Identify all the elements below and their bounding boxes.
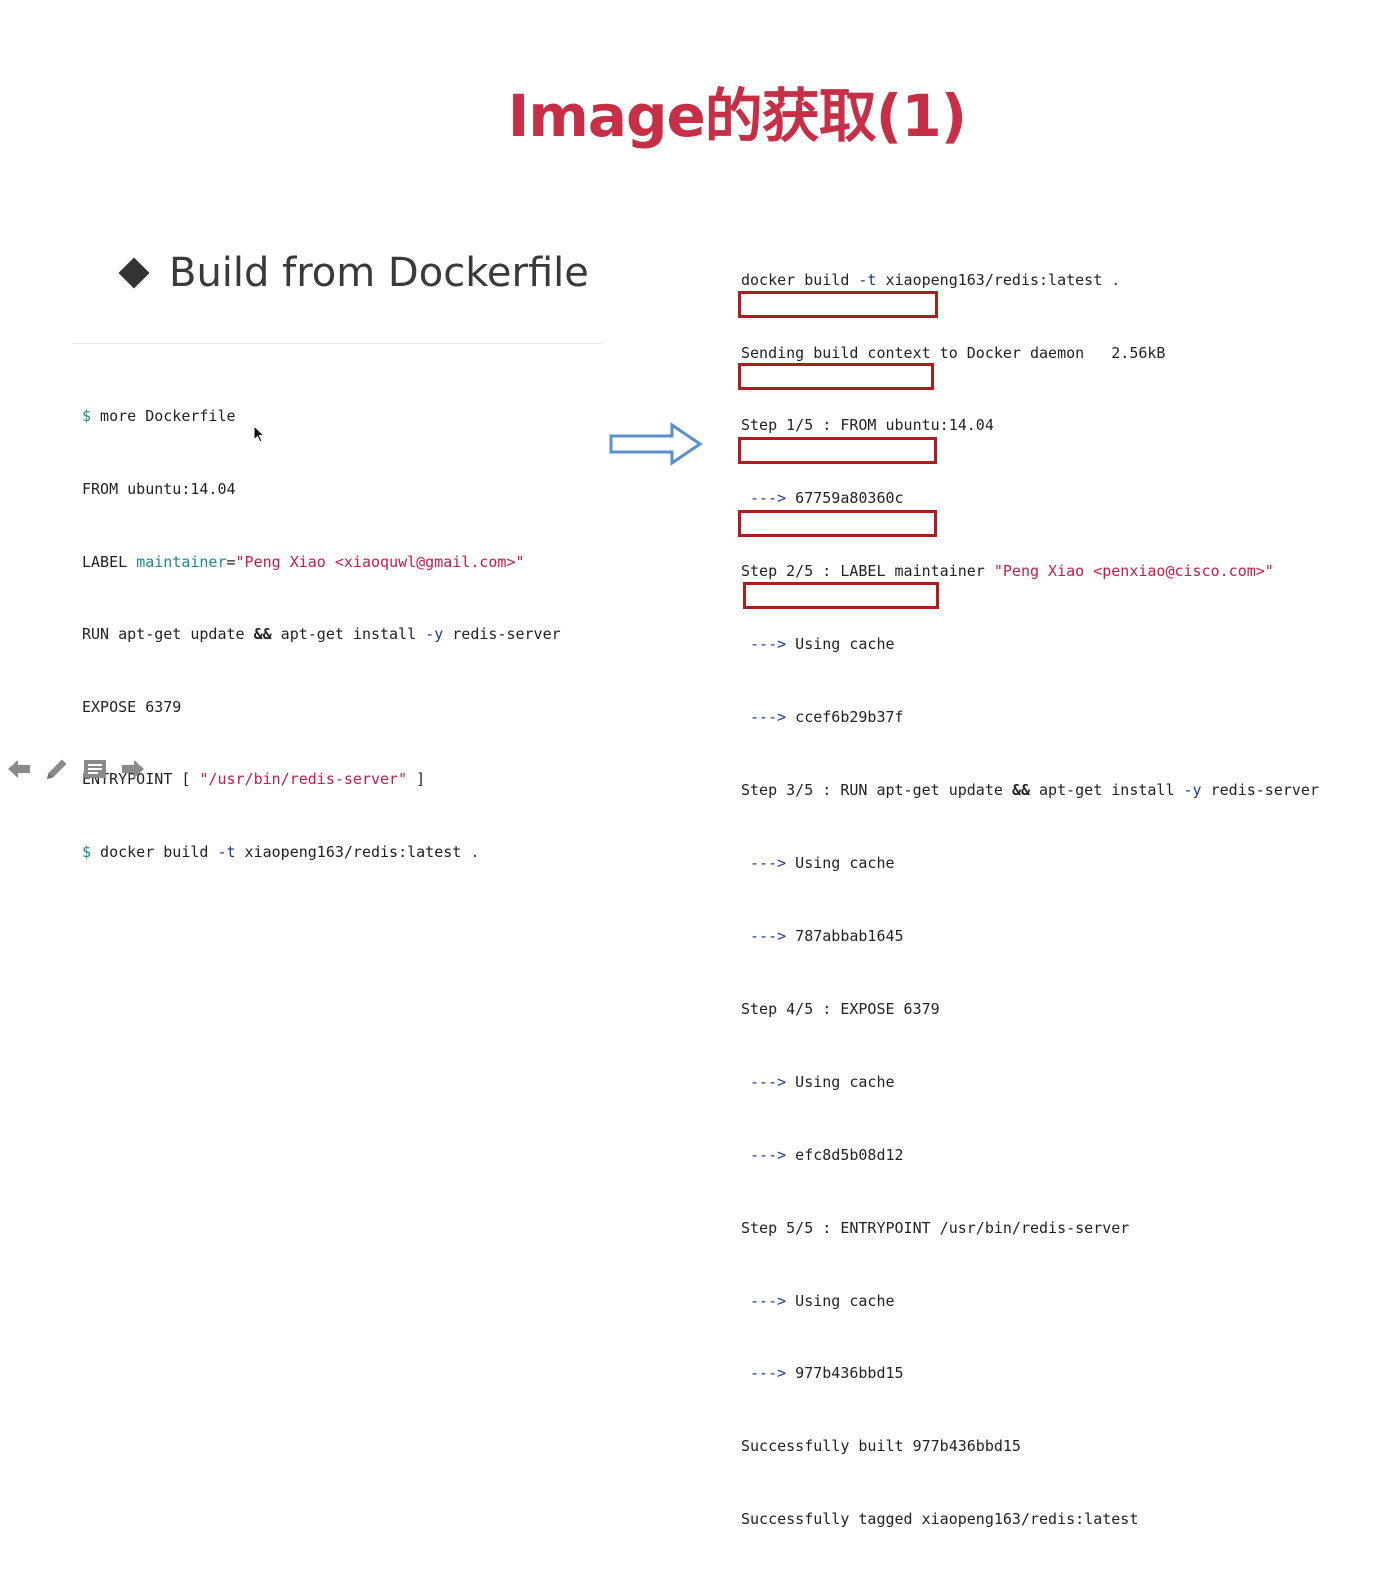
output-line: ---> Using cache <box>741 1070 1319 1094</box>
layer-arrow: ---> <box>741 708 787 727</box>
code-text: apt-get install <box>271 625 426 644</box>
code-text: Successfully built 977b436bbd15 <box>741 1437 1021 1456</box>
notes-icon[interactable] <box>82 756 108 782</box>
layer-arrow: ---> <box>741 1364 787 1383</box>
shell-prompt: $ <box>82 407 92 426</box>
code-text: docker build <box>741 270 859 289</box>
output-line: ---> 67759a80360c <box>741 486 1319 510</box>
layer-highlight-box <box>738 437 937 464</box>
layer-arrow: ---> <box>741 489 787 508</box>
code-dot: . <box>1111 270 1121 289</box>
code-text: RUN apt-get update <box>82 625 254 644</box>
output-line: Successfully tagged xiaopeng163/redis:la… <box>741 1507 1319 1531</box>
code-text: docker build <box>91 842 218 861</box>
code-text: more Dockerfile <box>91 407 236 426</box>
layer-id: ccef6b29b37f <box>786 708 904 727</box>
build-output-block: docker build -t xiaopeng163/redis:latest… <box>741 219 1319 1576</box>
code-line: EXPOSE 6379 <box>82 695 561 719</box>
output-line: docker build -t xiaopeng163/redis:latest… <box>741 268 1319 292</box>
code-text: redis-server <box>1201 781 1319 800</box>
slide-nav-controls <box>6 756 146 782</box>
code-keyword: maintainer <box>136 552 227 571</box>
code-line: FROM ubuntu:14.04 <box>82 477 561 501</box>
code-text: Step 3/5 : RUN apt-get update <box>741 781 1012 800</box>
pencil-icon[interactable] <box>44 756 70 782</box>
output-line: Step 5/5 : ENTRYPOINT /usr/bin/redis-ser… <box>741 1216 1319 1240</box>
code-string: "/usr/bin/redis-server" <box>199 770 408 789</box>
shell-prompt: $ <box>82 842 92 861</box>
output-line: ---> Using cache <box>741 1289 1319 1313</box>
divider-line <box>72 343 602 344</box>
output-line: Step 1/5 : FROM ubuntu:14.04 <box>741 413 1319 437</box>
output-line: ---> 787abbab1645 <box>741 924 1319 948</box>
code-text: Sending build context to Docker daemon 2… <box>741 343 1166 362</box>
output-line: Sending build context to Docker daemon 2… <box>741 341 1319 365</box>
code-text: FROM ubuntu:14.04 <box>82 480 236 498</box>
output-line: ---> 977b436bbd15 <box>741 1361 1319 1385</box>
code-text: LABEL <box>82 552 137 571</box>
code-flag: -t <box>858 270 877 289</box>
code-string: "Peng Xiao <penxiao@cisco.com>" <box>993 562 1274 581</box>
output-line: Step 3/5 : RUN apt-get update && apt-get… <box>741 778 1319 802</box>
code-text: Using cache <box>786 635 895 654</box>
code-text: EXPOSE 6379 <box>82 697 182 716</box>
output-line: Step 2/5 : LABEL maintainer "Peng Xiao <… <box>741 559 1319 583</box>
layer-highlight-box <box>738 510 937 537</box>
right-arrow-icon <box>609 422 703 466</box>
code-text: Step 2/5 : LABEL maintainer <box>741 562 994 581</box>
layer-arrow: ---> <box>741 1291 787 1310</box>
layer-highlight-box <box>743 582 939 609</box>
code-text: xiaopeng163/redis:latest <box>235 842 471 861</box>
layer-highlight-box <box>738 363 934 390</box>
mouse-cursor-icon <box>253 425 265 443</box>
output-line: ---> ccef6b29b37f <box>741 705 1319 729</box>
layer-id: 787abbab1645 <box>786 926 904 945</box>
bullet-item: Build from Dockerfile <box>117 245 589 301</box>
layer-id: efc8d5b08d12 <box>786 1145 904 1164</box>
code-line: $ more Dockerfile <box>82 404 561 428</box>
code-string: "Peng Xiao <xiaoquwl@gmail.com>" <box>235 552 525 571</box>
code-line: RUN apt-get update && apt-get install -y… <box>82 622 561 646</box>
code-text: Successfully tagged xiaopeng163/redis:la… <box>741 1510 1139 1529</box>
layer-arrow: ---> <box>741 854 787 872</box>
code-text: ] <box>407 770 426 789</box>
code-flag: -y <box>425 625 444 644</box>
code-line: LABEL maintainer="Peng Xiao <xiaoquwl@gm… <box>82 550 561 574</box>
code-text: Using cache <box>786 1072 895 1091</box>
layer-id: 977b436bbd15 <box>786 1364 904 1383</box>
output-line: ---> Using cache <box>741 851 1319 875</box>
output-line: ---> Using cache <box>741 632 1319 656</box>
output-line: Successfully built 977b436bbd15 <box>741 1434 1319 1458</box>
code-text: xiaopeng163/redis:latest <box>876 270 1112 289</box>
dockerfile-code-block: $ more Dockerfile FROM ubuntu:14.04 LABE… <box>82 356 561 913</box>
arrow-left-icon[interactable] <box>6 756 32 782</box>
output-line: ---> efc8d5b08d12 <box>741 1143 1319 1167</box>
diamond-bullet-icon <box>118 257 150 289</box>
code-text: Step 5/5 : ENTRYPOINT /usr/bin/redis-ser… <box>741 1218 1130 1237</box>
slide: Image的获取(1) Build from Dockerfile $ more… <box>6 82 1319 1529</box>
layer-arrow: ---> <box>741 635 787 654</box>
layer-arrow: ---> <box>741 1072 787 1091</box>
code-text: Using cache <box>786 1291 895 1310</box>
code-line: $ docker build -t xiaopeng163/redis:late… <box>82 840 561 864</box>
code-operator: && <box>1011 781 1030 800</box>
slide-title: Image的获取(1) <box>507 82 967 150</box>
code-operator: && <box>253 625 272 644</box>
code-text: apt-get install <box>1030 781 1184 800</box>
code-flag: -t <box>217 842 236 861</box>
code-text: redis-server <box>443 625 561 644</box>
code-flag: -y <box>1183 781 1202 800</box>
bullet-text: Build from Dockerfile <box>169 250 589 296</box>
code-dot: . <box>470 842 480 861</box>
layer-highlight-box <box>738 291 938 318</box>
layer-arrow: ---> <box>741 926 787 945</box>
output-line: Step 4/5 : EXPOSE 6379 <box>741 997 1319 1021</box>
code-text: Step 1/5 : FROM ubuntu:14.04 <box>741 416 994 435</box>
arrow-right-icon[interactable] <box>120 756 146 782</box>
code-text: = <box>226 552 236 571</box>
layer-arrow: ---> <box>741 1145 787 1164</box>
code-text: Using cache <box>786 854 895 872</box>
code-text: Step 4/5 : EXPOSE 6379 <box>741 999 940 1018</box>
layer-id: 67759a80360c <box>786 489 904 508</box>
